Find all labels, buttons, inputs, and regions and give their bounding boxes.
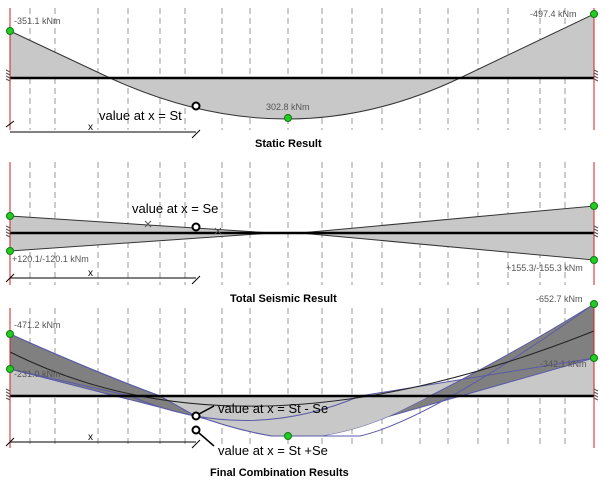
combination-node-left-top (6, 330, 14, 338)
combination-inner-envelope (9, 357, 595, 421)
combination-panel: -471.2 kNm -231.0 kNm -652.7 kNm -342.1 … (5, 294, 599, 479)
combination-outer-envelope (9, 303, 595, 437)
seismic-right-value: +155.3/-155.3 kNm (506, 263, 583, 273)
seismic-left-value: +120.1/-120.1 kNm (12, 254, 89, 264)
static-support-hatch-left (5, 69, 11, 82)
combination-leader-lower (198, 432, 215, 447)
combination-support-hatch-right (593, 388, 599, 401)
combination-caption: Final Combination Results (210, 467, 349, 479)
combination-node-mid (284, 432, 292, 440)
static-mid-value: 302.8 kNm (266, 102, 310, 112)
seismic-caption: Total Seismic Result (230, 293, 337, 305)
combination-node-left-mid (6, 365, 14, 373)
seismic-annotation: value at x = Se (132, 201, 218, 216)
seismic-cross-markers (144, 220, 222, 235)
seismic-node-right-bottom (590, 256, 598, 264)
static-node-left (6, 27, 14, 35)
combination-left-value: -471.2 kNm (14, 320, 61, 330)
seismic-x-label: x (88, 268, 93, 279)
seismic-support-hatch-left (5, 225, 11, 238)
seismic-node-right-top (590, 202, 598, 210)
static-annotation: value at x = St (99, 108, 182, 123)
static-right-value: -497.4 kNm (530, 9, 577, 19)
combination-sample-upper (191, 411, 201, 421)
combination-node-right-top (590, 300, 598, 308)
seismic-sample-point (191, 222, 201, 232)
static-caption: Static Result (255, 138, 322, 150)
combination-sample-lower (191, 425, 201, 435)
combination-right-value: -652.7 kNm (536, 294, 583, 304)
combination-left-inner-value: -231.0 kNm (14, 369, 61, 379)
seismic-x-dimension (5, 273, 201, 285)
combination-x-dimension (5, 437, 201, 449)
static-support-hatch-right (593, 69, 599, 82)
static-x-dimension (5, 120, 201, 139)
static-node-mid (284, 114, 292, 122)
static-panel: -351.1 kNm -497.4 kNm 302.8 kNm value at… (5, 8, 599, 150)
seismic-support-hatch-right (593, 225, 599, 238)
static-left-value: -351.1 kNm (14, 16, 61, 26)
seismic-node-left-bottom (6, 247, 14, 255)
combination-annotation-lower: value at x = St +Se (218, 443, 328, 458)
combination-x-label: x (88, 432, 93, 443)
static-sample-point (191, 101, 201, 111)
combination-right-inner-value: -342.1 kNm (540, 359, 587, 369)
combination-annotation-upper: value at x = St - Se (218, 401, 328, 416)
combination-support-hatch-left (5, 388, 11, 401)
combination-static-curve (9, 330, 595, 407)
seismic-panel: +120.1/-120.1 kNm +155.3/-155.3 kNm valu… (5, 162, 599, 305)
combination-node-right-mid (590, 354, 598, 362)
seismic-node-left-top (6, 212, 14, 220)
static-x-label: x (88, 122, 93, 133)
static-node-right (590, 10, 598, 18)
combination-leader-upper (198, 405, 215, 415)
